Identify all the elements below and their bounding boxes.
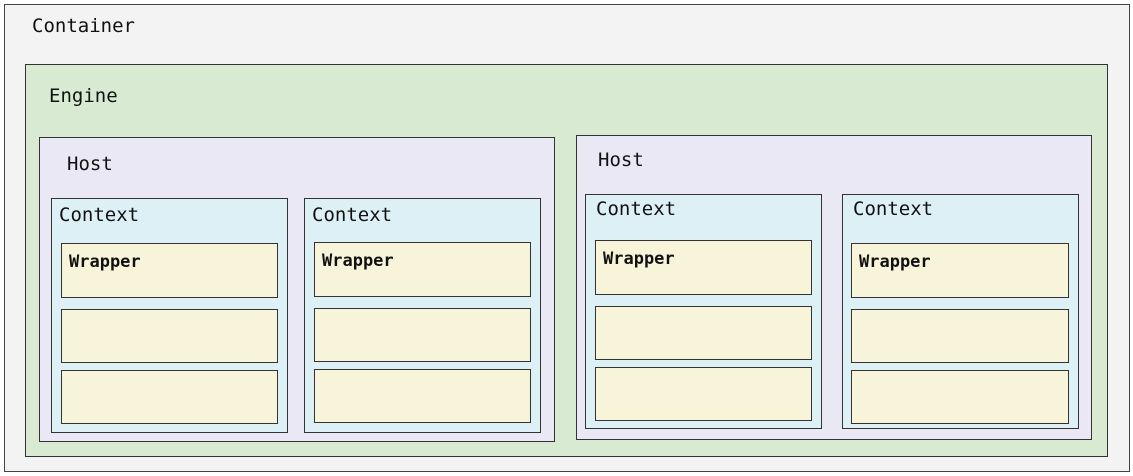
wrapper-label: Wrapper <box>603 249 675 269</box>
host-label: Host <box>67 153 113 175</box>
context-label: Context <box>312 204 393 226</box>
wrapper-box: Wrapper <box>595 240 812 295</box>
wrapper-box <box>595 306 812 360</box>
wrapper-box <box>61 309 278 363</box>
wrapper-box <box>314 308 531 362</box>
wrapper-box: Wrapper <box>61 243 278 298</box>
wrapper-box: Wrapper <box>851 243 1069 298</box>
wrapper-label: Wrapper <box>69 252 141 272</box>
wrapper-label: Wrapper <box>322 251 394 271</box>
context-label: Context <box>853 198 934 220</box>
wrapper-box <box>61 370 278 424</box>
wrapper-box: Wrapper <box>314 242 531 297</box>
engine-label: Engine <box>49 85 118 107</box>
wrapper-box <box>595 367 812 421</box>
host-label: Host <box>598 149 644 171</box>
context-label: Context <box>59 204 140 226</box>
wrapper-label: Wrapper <box>859 252 931 272</box>
container-label: Container <box>32 15 135 37</box>
context-label: Context <box>596 198 677 220</box>
wrapper-box <box>314 369 531 423</box>
wrapper-box <box>851 309 1069 363</box>
wrapper-box <box>851 370 1069 424</box>
